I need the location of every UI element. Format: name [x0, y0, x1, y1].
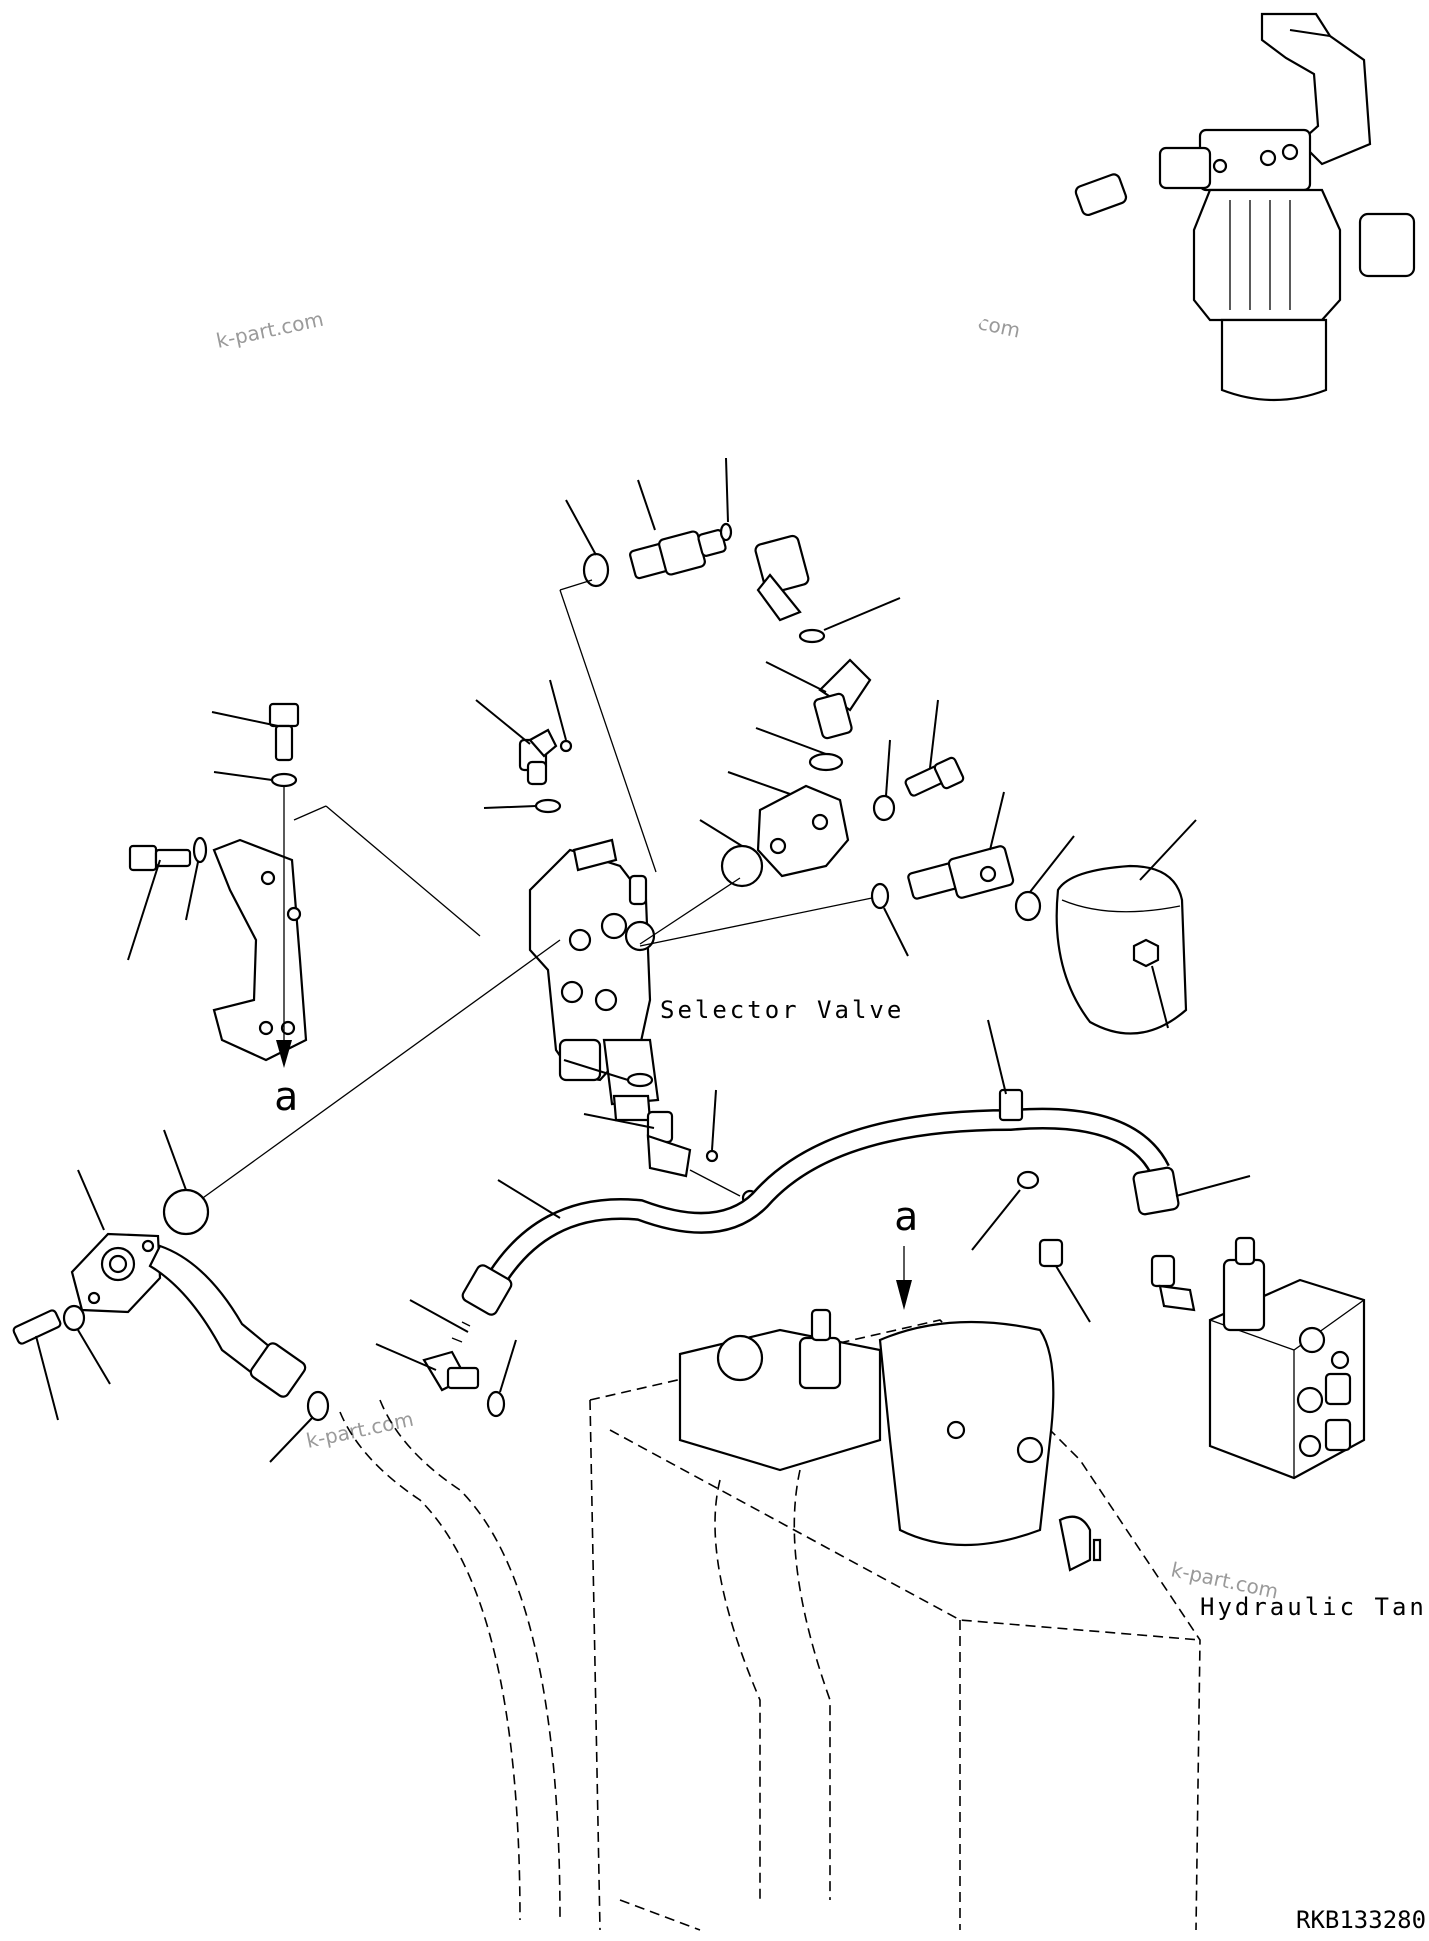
hose-middle [461, 1088, 1180, 1316]
watermark: k-part.com [214, 307, 326, 353]
connector-top [629, 529, 727, 580]
line-filter-assembly [1158, 12, 1416, 402]
reference-a-tank: a [894, 1194, 918, 1240]
hydraulic-tank [589, 1308, 1201, 1931]
o-ring [808, 752, 844, 772]
bolt [904, 756, 965, 797]
reference-arrow [276, 1040, 292, 1068]
elbow-fitting-small [518, 728, 558, 786]
washer [872, 794, 896, 822]
washer [270, 772, 298, 788]
o-ring [626, 1072, 654, 1088]
o-ring [870, 882, 890, 910]
o-ring [1014, 890, 1042, 922]
hose-upper [754, 173, 1128, 622]
bolt [12, 1309, 62, 1345]
bolt [1038, 1238, 1064, 1268]
reference-a-left: a [274, 1074, 298, 1120]
washer [192, 836, 208, 864]
accumulator [1055, 864, 1188, 1035]
washer [1016, 1170, 1040, 1190]
ball-plug [720, 844, 764, 888]
hydraulic-tank-label: Hydraulic Tank [1200, 1593, 1429, 1621]
o-ring [486, 1390, 506, 1418]
bolt-horizontal [128, 844, 192, 872]
elbow-fitting-lower [422, 1350, 480, 1392]
elbow-fitting [813, 658, 872, 740]
o-ring [798, 628, 826, 644]
o-ring [559, 739, 573, 753]
hose-dashed [339, 1411, 521, 1921]
reference-arrow [896, 1280, 912, 1310]
selector-valve-label: Selector Valve [660, 996, 904, 1024]
flange-hose-lower-left [70, 1232, 307, 1398]
elbow-fitting-middle [646, 1110, 692, 1178]
mounting-bracket [212, 838, 308, 1062]
o-ring [719, 522, 733, 542]
o-ring [306, 1390, 330, 1422]
selector-valve [528, 838, 660, 1122]
o-ring [534, 798, 562, 814]
control-manifold [1150, 1236, 1366, 1480]
flange-plate [756, 784, 850, 878]
ball-plug [162, 1188, 210, 1236]
washer [62, 1304, 86, 1332]
o-ring [705, 1149, 719, 1163]
pressure-switch [907, 845, 1015, 900]
drawing-number: RKB133280 [1296, 1906, 1426, 1934]
bolt-vertical [268, 702, 300, 762]
